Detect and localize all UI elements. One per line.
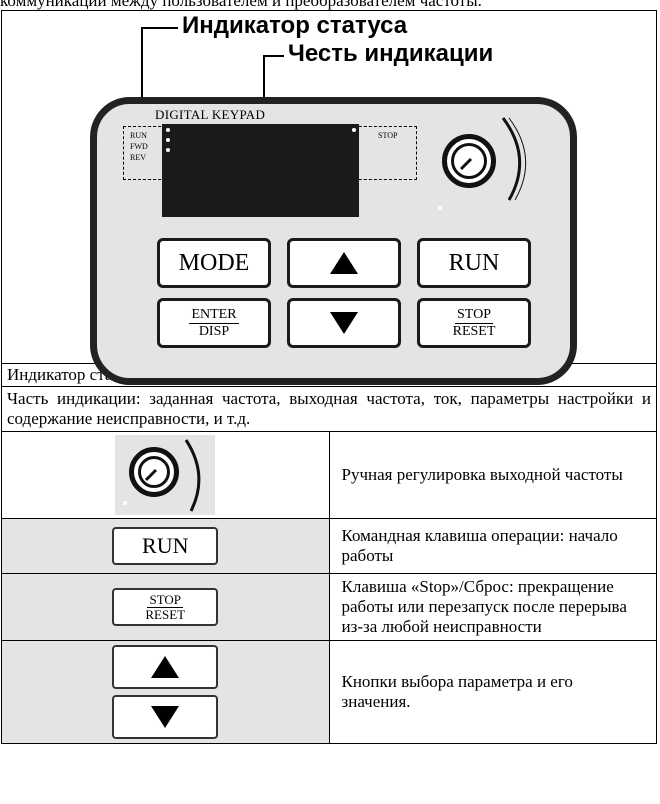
down-arrow-button[interactable]: [287, 298, 401, 348]
arrows-description: Кнопки выбора параметра и его значения.: [328, 640, 657, 744]
stop-icon-top-label: STOP: [147, 591, 184, 608]
led-fwd-label: FWD: [130, 142, 148, 151]
led-fwd-dot: [166, 138, 170, 142]
knob-led-dot: [438, 206, 442, 210]
keypad-description-table: Индикатор статуса Честь индикации DIGITA…: [1, 10, 657, 744]
stop-reset-button[interactable]: STOP RESET: [417, 298, 531, 348]
arrow-down-icon: [330, 312, 358, 334]
knob-icon-cell: [1, 431, 330, 519]
keypad-title: DIGITAL KEYPAD: [155, 107, 266, 122]
run-key-icon: RUN: [112, 527, 219, 565]
up-arrow-button[interactable]: [287, 238, 401, 288]
stop-icon-bottom-label: RESET: [145, 606, 186, 622]
mode-button[interactable]: MODE: [157, 238, 271, 288]
knob-arc-icon: [501, 117, 527, 201]
frequency-knob-icon[interactable]: [442, 134, 496, 188]
led-stop-dot: [352, 128, 356, 132]
stop-description: Клавиша «Stop»/Сброс: прекращение работы…: [328, 573, 657, 641]
cut-off-text: коммуникации между пользователем и преоб…: [0, 0, 482, 10]
led-rev-dot: [166, 148, 170, 152]
display-description: Часть индикации: заданная частота, выход…: [1, 386, 657, 432]
run-icon-cell: RUN: [1, 518, 330, 574]
led-run-label: RUN: [130, 131, 147, 140]
led-stop-label: STOP: [378, 131, 398, 140]
reset-label: RESET: [452, 323, 496, 339]
arrows-icon-cell: [1, 640, 330, 744]
down-key-icon: [112, 695, 219, 739]
arrow-keys-icon: [2, 645, 329, 739]
run-description: Командная клавиша операции: начало работ…: [328, 518, 657, 574]
digital-keypad: DIGITAL KEYPAD RUN FWD REV STOP: [90, 97, 577, 385]
stop-icon-cell: STOP RESET: [1, 573, 330, 641]
knob-description: Ручная регулировка выходной частоты: [328, 431, 657, 519]
knob-thumbnail-icon: [115, 435, 216, 515]
led-rev-label: REV: [130, 153, 146, 162]
label-status-indicator: Индикатор статуса: [182, 12, 408, 39]
enter-disp-button[interactable]: ENTER DISP: [157, 298, 271, 348]
disp-label: DISP: [198, 323, 230, 339]
led-display: [162, 124, 359, 217]
run-button[interactable]: RUN: [417, 238, 531, 288]
stop-label: STOP: [455, 306, 493, 324]
stop-reset-key-icon: STOP RESET: [112, 588, 219, 626]
keypad-figure-cell: Индикатор статуса Честь индикации DIGITA…: [1, 10, 657, 385]
enter-label: ENTER: [189, 306, 239, 324]
label-display-part: Честь индикации: [288, 40, 494, 67]
led-run-dot: [166, 128, 170, 132]
arrow-up-icon: [330, 252, 358, 274]
up-key-icon: [112, 645, 219, 689]
